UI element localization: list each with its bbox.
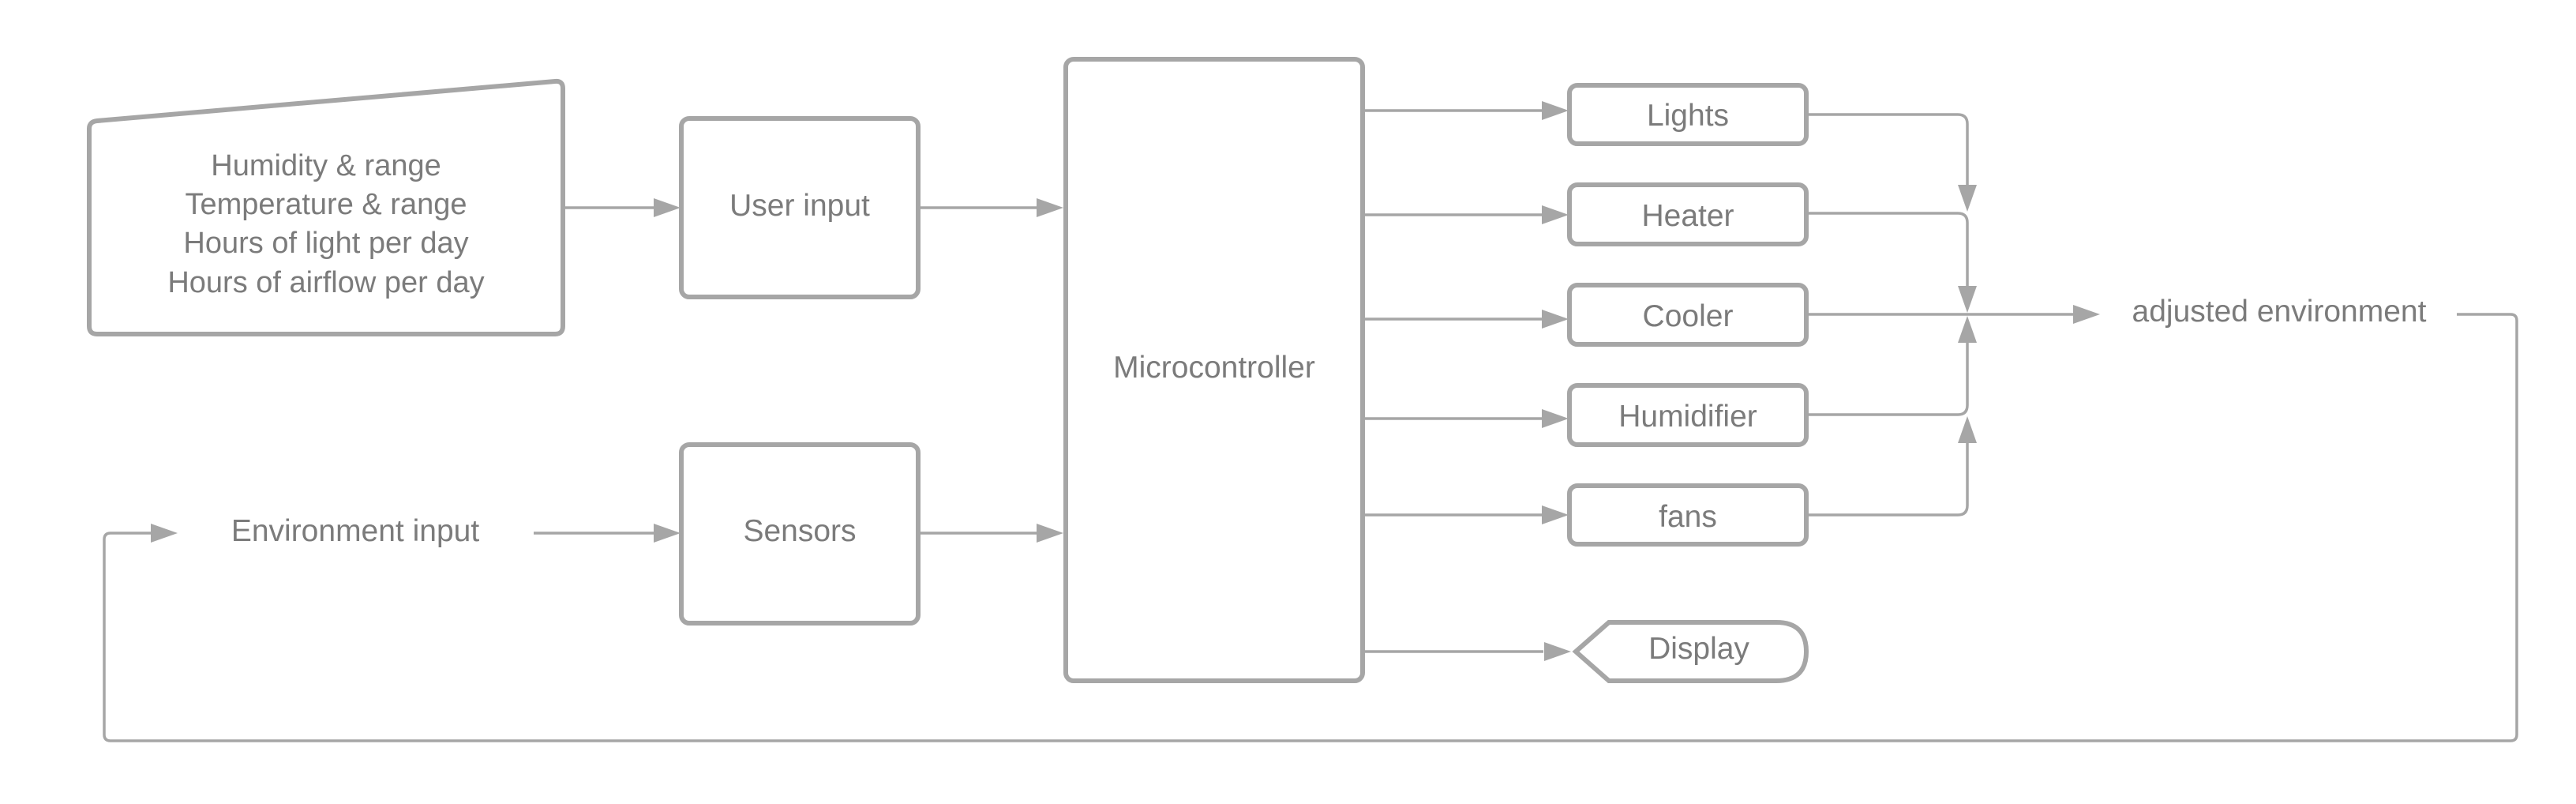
microcontroller-label: Microcontroller bbox=[1113, 351, 1315, 385]
sensors-label: Sensors bbox=[743, 514, 856, 548]
heater-node: Heater bbox=[1567, 182, 1809, 246]
humidifier-box bbox=[1567, 383, 1809, 447]
connector-heater-merge bbox=[1806, 212, 1969, 288]
heater-box bbox=[1567, 182, 1809, 246]
connector-feedback-loop bbox=[103, 313, 2518, 742]
user-input-node: User input bbox=[679, 116, 921, 299]
heater-label: Heater bbox=[1641, 199, 1734, 233]
humidifier-label: Humidifier bbox=[1618, 400, 1757, 434]
humidifier-node: Humidifier bbox=[1567, 383, 1809, 447]
parameter-line: Humidity & range bbox=[211, 149, 441, 182]
display-shape bbox=[1572, 620, 1809, 683]
arrowhead-icon bbox=[1958, 316, 1977, 343]
parameter-line: Hours of airflow per day bbox=[167, 266, 484, 299]
manual-input-shape bbox=[87, 78, 565, 336]
lights-label: Lights bbox=[1647, 99, 1729, 133]
parameter-line: Temperature & range bbox=[186, 188, 467, 221]
cooler-node: Cooler bbox=[1567, 283, 1809, 347]
environment-input-label: Environment input bbox=[231, 514, 480, 548]
arrowhead-icon bbox=[1542, 310, 1569, 329]
user-input-label: User input bbox=[729, 189, 870, 223]
arrowhead-icon bbox=[654, 524, 681, 543]
arrowhead-icon bbox=[1542, 505, 1569, 524]
arrowhead-icon bbox=[1544, 642, 1571, 661]
lights-node: Lights bbox=[1567, 83, 1809, 146]
microcontroller-box bbox=[1063, 57, 1365, 683]
arrowhead-icon bbox=[1958, 185, 1977, 212]
cooler-label: Cooler bbox=[1643, 299, 1734, 333]
connector-humidifier-merge bbox=[1806, 341, 1969, 416]
arrowhead-icon bbox=[1542, 101, 1569, 120]
sensors-node: Sensors bbox=[679, 442, 921, 626]
display-label: Display bbox=[1648, 632, 1749, 666]
arrowhead-icon bbox=[1542, 409, 1569, 428]
arrowhead-icon bbox=[2073, 305, 2100, 324]
sensors-box bbox=[679, 442, 921, 626]
fans-node: fans bbox=[1567, 483, 1809, 547]
connectors bbox=[103, 101, 2518, 742]
arrowhead-icon bbox=[1542, 205, 1569, 224]
user-input-box bbox=[679, 116, 921, 299]
cooler-box bbox=[1567, 283, 1809, 347]
microcontroller-node: Microcontroller bbox=[1063, 57, 1365, 683]
arrowhead-icon bbox=[151, 524, 178, 543]
connector-fans-merge bbox=[1806, 442, 1969, 517]
arrowhead-icon bbox=[1958, 286, 1977, 313]
adjusted-environment-label: adjusted environment bbox=[2132, 295, 2427, 329]
arrowhead-icon bbox=[1037, 198, 1063, 217]
arrowhead-icon bbox=[654, 198, 681, 217]
display-node: Display bbox=[1572, 620, 1809, 683]
fans-label: fans bbox=[1659, 500, 1717, 534]
arrowhead-icon bbox=[1037, 524, 1063, 543]
connector-lights-merge bbox=[1806, 113, 1969, 186]
fans-box bbox=[1567, 483, 1809, 547]
parameters-block: Humidity & range Temperature & range Hou… bbox=[87, 78, 565, 336]
parameter-line: Hours of light per day bbox=[183, 227, 468, 260]
arrowhead-icon bbox=[1958, 416, 1977, 443]
lights-box bbox=[1567, 83, 1809, 146]
